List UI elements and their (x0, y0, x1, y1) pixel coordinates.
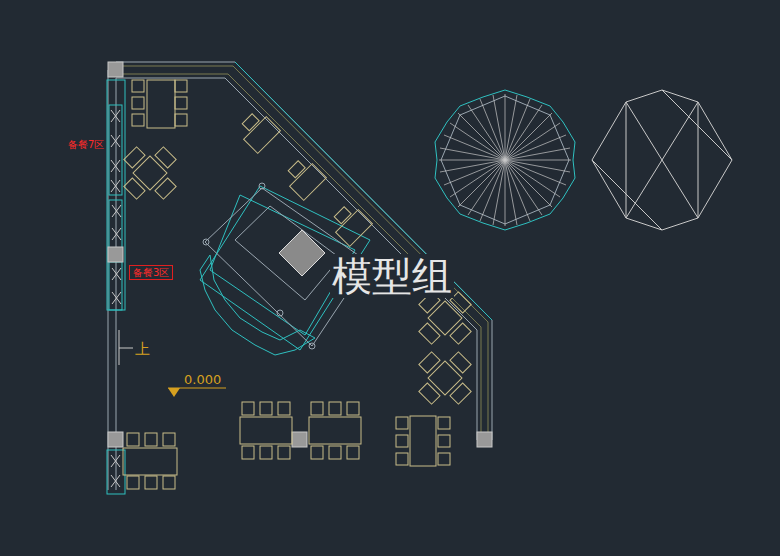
stair-label: 上 (135, 341, 150, 358)
wall-hatch (116, 66, 488, 440)
zone-label: 备餐7区 (68, 139, 104, 150)
stair-arrow (119, 330, 133, 365)
zone-box: 备餐3区 (129, 265, 173, 280)
level-value: 0.000 (184, 373, 221, 387)
octagon-star (435, 90, 575, 230)
cabinet-marks (111, 110, 121, 487)
zone-label: 备餐3区 (133, 267, 169, 278)
cabinets (107, 62, 492, 494)
level-mark (168, 388, 226, 397)
walls (108, 62, 492, 490)
watermark: 模型组 (330, 254, 454, 298)
columns (108, 62, 492, 447)
octagon-frame (592, 90, 732, 230)
furniture (110, 80, 484, 489)
